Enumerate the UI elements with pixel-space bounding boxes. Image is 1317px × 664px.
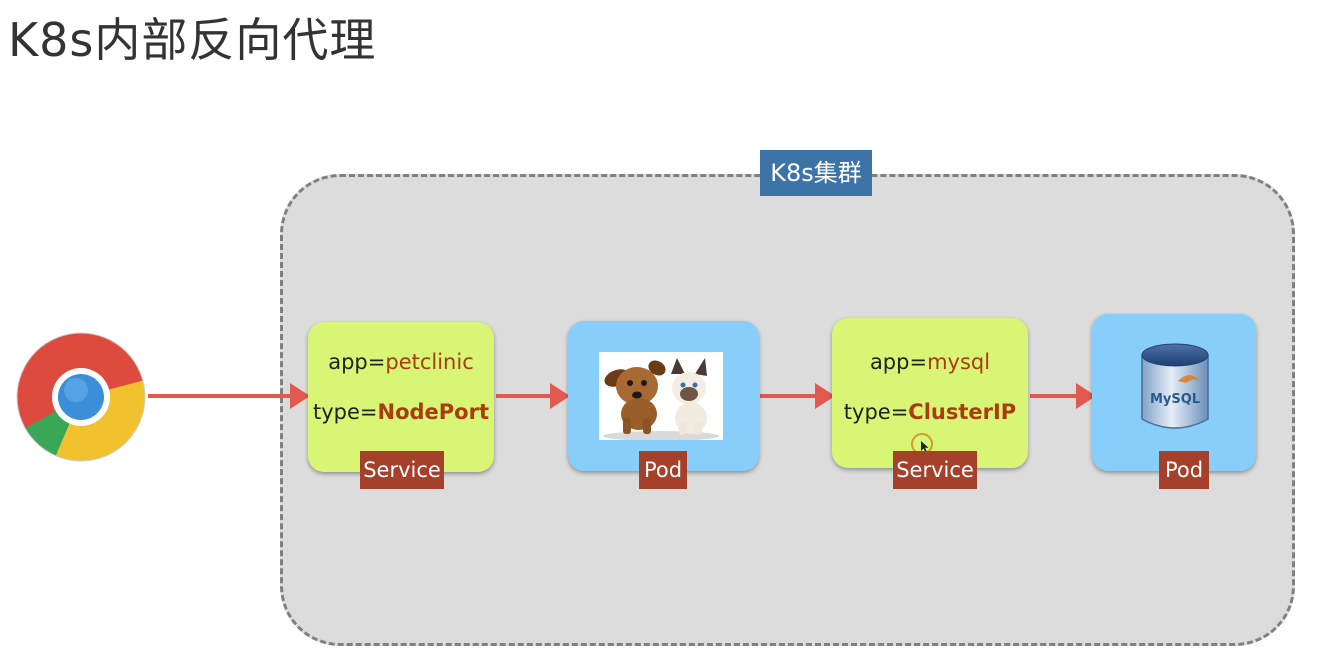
arrow-head (550, 383, 570, 409)
service-node-mysql: app=mysql type=ClusterIP (832, 318, 1028, 468)
type-value: NodePort (377, 400, 490, 424)
service-type-line: type=NodePort (308, 400, 494, 424)
pod-node-mysql: MySQL (1092, 314, 1256, 471)
dog-and-cat-photo (599, 352, 723, 440)
selector-key: app= (328, 350, 386, 374)
selector-value: petclinic (385, 350, 474, 374)
service-node-petclinic: app=petclinic type=NodePort (308, 322, 494, 472)
service-tag: Service (360, 451, 444, 489)
mysql-logo-text: MySQL (1150, 392, 1200, 407)
selector-key: app= (869, 350, 928, 374)
type-key: type= (843, 400, 909, 424)
pod-tag: Pod (1159, 451, 1209, 489)
type-value: ClusterIP (908, 400, 1017, 424)
service-tag: Service (893, 451, 977, 489)
pod-node-petclinic (568, 321, 759, 471)
selector-value: mysql (927, 350, 991, 374)
chrome-browser-icon (16, 332, 146, 462)
cluster-label: K8s集群 (760, 150, 872, 196)
service-selector-line: app=petclinic (308, 350, 494, 374)
pod-tag: Pod (639, 451, 687, 489)
type-key: type= (312, 400, 378, 424)
page-title: K8s内部反向代理 (8, 13, 377, 67)
arrow-head (815, 383, 835, 409)
arrow-head (1076, 383, 1096, 409)
service-selector-line: app=mysql (832, 350, 1028, 374)
mysql-database-icon: MySQL (1141, 343, 1209, 429)
arrow-head (290, 383, 310, 409)
service-type-line: type=ClusterIP (832, 400, 1028, 424)
